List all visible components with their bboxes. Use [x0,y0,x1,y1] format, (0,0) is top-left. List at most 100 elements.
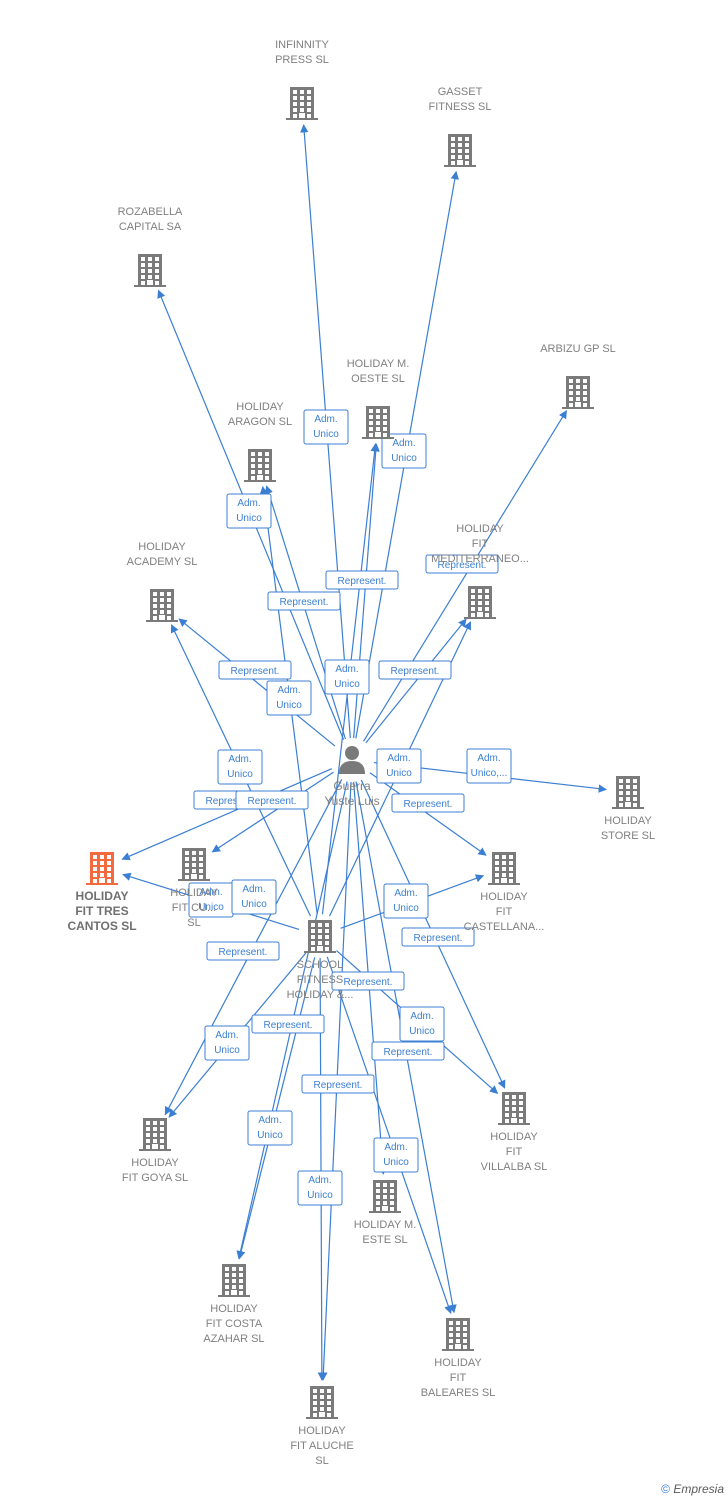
company-label: CASTELLANA... [464,921,545,933]
footer: © Empresia [661,1482,724,1496]
building-icon [488,852,520,885]
company-label: HOLIDAY [210,1303,258,1315]
edge-label[interactable]: Adm.Unico,... [466,748,512,784]
edge-label[interactable]: Represent. [425,554,499,574]
building-icon [134,254,166,287]
company-label: FIT COSTA [206,1318,263,1330]
building-icon [444,134,476,167]
edge-label[interactable]: Adm.Unico [381,433,427,469]
edge-label-text: Adm. [277,685,300,696]
company-label: HOLIDAY &... [287,989,354,1001]
building-icon [286,87,318,120]
edge-label[interactable]: Represent. [371,1041,445,1061]
edge-label-text: Represent. [280,597,329,608]
edge-label[interactable]: Adm.Unico [188,882,234,918]
edge-label[interactable]: Represent. [331,971,405,991]
building-icon [146,589,178,622]
edge-school-to-baleares [326,956,453,1315]
edge-label[interactable]: Adm.Unico [376,748,422,784]
company-label: PRESS SL [275,54,329,66]
edge-label[interactable]: Adm.Unico [303,409,349,445]
company-label: VILLALBA SL [481,1161,548,1173]
edge-label[interactable]: Adm.Unico [324,659,370,695]
edge-label[interactable]: Adm. Unico [231,879,277,915]
edge-label[interactable]: Adm.Unico [297,1170,343,1206]
edge-label-text: Unico [393,903,419,914]
edge-label-text: Unico [236,513,262,524]
edge-label-text: Adm. [308,1175,331,1186]
company-node-meste[interactable]: HOLIDAY M.ESTE SL [354,1180,417,1246]
edge-label-box [303,409,349,445]
edge-label[interactable]: Adm.Unico [204,1025,250,1061]
edge-label[interactable]: Represent. [325,570,399,590]
company-label: HOLIDAY M. [347,358,410,370]
brand-logo[interactable]: Empresia [673,1482,724,1496]
edge-label-box [371,1041,445,1061]
edge-label-text: Represent. [264,1020,313,1031]
edge-label[interactable]: Represent. [235,790,309,810]
company-node-mediterraneo[interactable]: HOLIDAYFITMEDITERRANEO... [431,523,529,619]
edge-label-box [381,433,427,469]
company-node-castellana[interactable]: HOLIDAYFITCASTELLANA... [464,852,545,933]
edge-label[interactable]: Adm.Unico [226,493,272,529]
edge-label-box [251,1014,325,1034]
edge-label-text: Adm. [410,1011,433,1022]
company-label: HOLIDAY [138,541,186,553]
edge-label-box [383,883,429,919]
company-label: FITNESS SL [429,101,492,113]
edge-guerra-to-arbizu [363,410,567,742]
company-label: HOLIDAY [604,815,652,827]
company-label: SL [315,1455,328,1467]
edge-label[interactable]: Adm.Unico [217,749,263,785]
edge-label-text: Unico [391,453,417,464]
edge-label-text: Adm. [242,884,265,895]
company-label: ROZABELLA [118,206,183,218]
edge-label[interactable]: Represent. [301,1074,375,1094]
company-node-arbizu[interactable]: ARBIZU GP SL [540,343,616,409]
edge-label-box [217,749,263,785]
edge-label[interactable]: Represent. [401,927,475,947]
edge-label-text: Represent. [391,666,440,677]
edge-label-text: Unico [241,899,267,910]
edge-label[interactable]: Adm.Unico [266,680,312,716]
edge-label-text: Unico [313,429,339,440]
edge-label[interactable]: Represent. [267,591,341,611]
company-label: ARAGON SL [228,416,292,428]
company-label: GASSET [438,86,483,98]
edge-label[interactable]: Represent. [391,793,465,813]
person-label: Yuste Luis [324,794,379,808]
company-label: HOLIDAY M. [354,1219,417,1231]
edge-label-box [266,680,312,716]
edge-label[interactable]: Adm.Unico [383,883,429,919]
company-node-gasset[interactable]: GASSET FITNESS SL [429,86,492,167]
edge-label[interactable]: Represent. [378,660,452,680]
edge-label[interactable]: Adm.Unico [247,1110,293,1146]
company-label: HOLIDAY [480,891,528,903]
edge-label[interactable]: Represent. [206,941,280,961]
company-node-moeste[interactable]: HOLIDAY M.OESTE SL [347,358,410,439]
company-label: HOLIDAY [490,1131,538,1143]
edge-label[interactable]: Represent. [218,660,292,680]
edge-label[interactable]: Adm. Unico [399,1006,445,1042]
edge-label-text: Unico [409,1026,435,1037]
company-label: FIT [472,538,489,550]
edge-labels-layer: Adm.UnicoAdm.UnicoAdm.UnicoRepresent.Rep… [188,409,512,1206]
edge-label-text: Represent. [438,560,487,571]
edge-label-text: Represent. [248,796,297,807]
edge-label[interactable]: Adm.Unico [373,1137,419,1173]
edge-label[interactable]: Represent. [251,1014,325,1034]
